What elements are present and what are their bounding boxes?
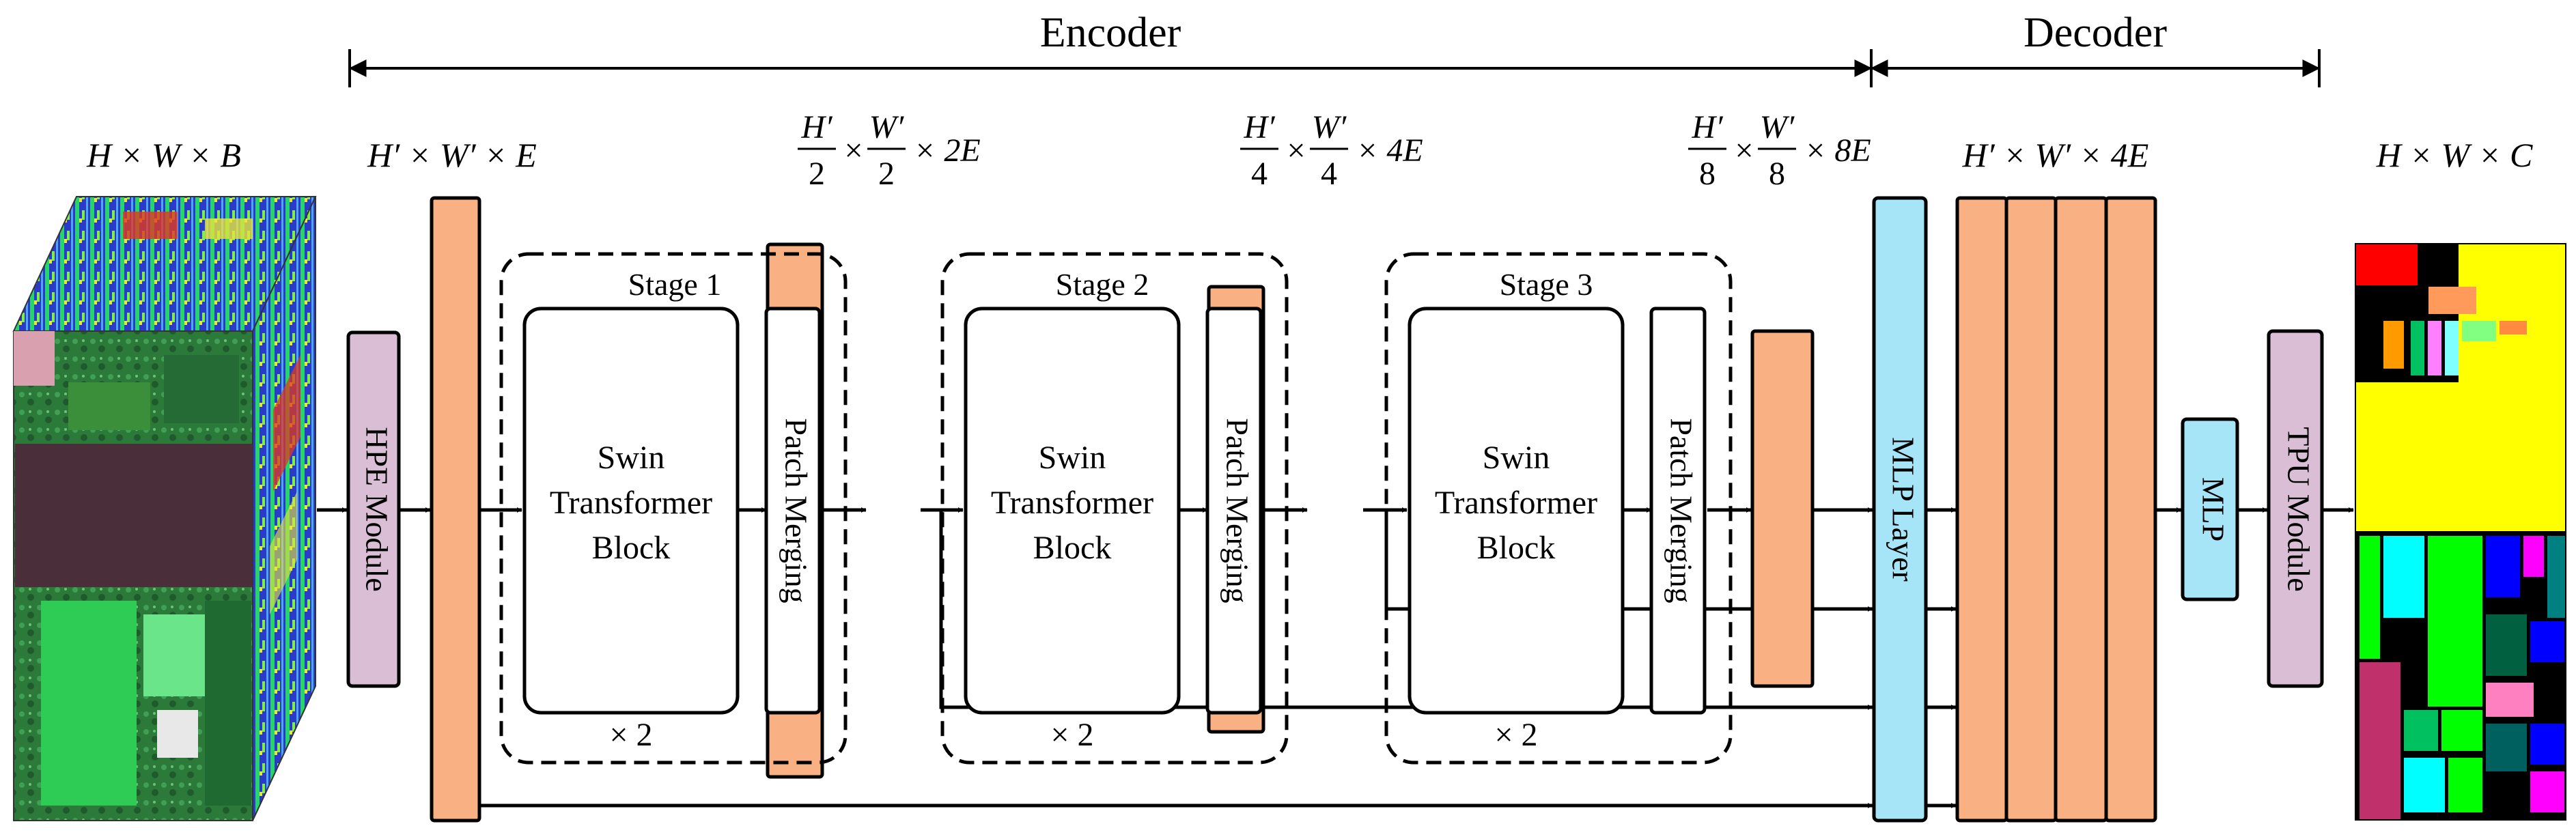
svg-text:× 8E: × 8E (1804, 132, 1871, 169)
stage3-dim-label: H′ 8 × W′ 8 × 8E (1688, 109, 1871, 192)
mlp-label: MLP (2196, 477, 2230, 542)
svg-text:Swin: Swin (598, 440, 665, 476)
stage-1-repeat: × 2 (609, 717, 652, 753)
svg-text:Block: Block (592, 530, 671, 566)
svg-text:8: 8 (1769, 156, 1785, 192)
svg-text:Patch Merging: Patch Merging (779, 418, 813, 603)
svg-text:8: 8 (1699, 156, 1716, 192)
svg-text:H′: H′ (1243, 109, 1276, 145)
svg-text:Patch Merging: Patch Merging (1220, 418, 1255, 603)
input-hyperspectral-cube (12, 196, 317, 821)
svg-text:2: 2 (809, 156, 825, 192)
svg-text:Patch Merging: Patch Merging (1664, 418, 1698, 603)
stage2-dim-label: H′ 4 × W′ 4 × 4E (1240, 109, 1423, 192)
stage-2: Stage 2 Swin Transformer Block Patch Mer… (940, 252, 1289, 765)
stage-2-repeat: × 2 (1050, 717, 1093, 753)
svg-text:×: × (844, 132, 863, 169)
stage-1-patch-merging (764, 307, 822, 715)
svg-text:H′: H′ (800, 109, 833, 145)
svg-text:2: 2 (878, 156, 895, 192)
svg-text:× 2E: × 2E (914, 132, 981, 169)
svg-text:Transformer: Transformer (991, 485, 1153, 521)
stage-3-repeat: × 2 (1494, 717, 1537, 753)
svg-text:W′: W′ (1760, 109, 1795, 145)
svg-text:Block: Block (1477, 530, 1556, 566)
svg-text:Transformer: Transformer (550, 485, 712, 521)
svg-text:Block: Block (1033, 530, 1112, 566)
encoder-label: Encoder (1040, 10, 1181, 56)
tpu-module-label: TPU Module (2281, 427, 2316, 592)
mlp-module: MLP (2181, 417, 2239, 601)
svg-text:H′: H′ (1691, 109, 1724, 145)
svg-text:4: 4 (1321, 156, 1337, 192)
stage1-dim-label: H′ 2 × W′ 2 × 2E (798, 109, 981, 192)
stage-3-patch-merging (1649, 307, 1707, 715)
stage-2-swin-block (964, 307, 1181, 715)
hpe-module: HPE Module (346, 330, 401, 688)
svg-text:×: × (1287, 132, 1305, 169)
decoder-dim-label: H′ × W′ × 4E (1962, 136, 2149, 174)
feature-map-stage3 (1750, 329, 1815, 688)
stage-1: Stage 1 Swin Transformer Block Patch Mer… (499, 252, 848, 765)
stage-3-swin-block (1408, 307, 1625, 715)
embed-dim-label: H′ × W′ × E (367, 136, 537, 174)
hpe-module-label: HPE Module (359, 427, 394, 592)
svg-text:4: 4 (1251, 156, 1268, 192)
svg-text:Swin: Swin (1483, 440, 1550, 476)
stage-1-swin-block (522, 307, 740, 715)
svg-text:W′: W′ (1312, 109, 1347, 145)
decoder-span: Decoder (1870, 10, 2321, 87)
mlp-layer-label: MLP Layer (1886, 437, 1920, 582)
feature-map-embed (430, 196, 481, 823)
svg-text:Transformer: Transformer (1435, 485, 1597, 521)
svg-text:×: × (1735, 132, 1753, 169)
svg-text:Swin: Swin (1039, 440, 1106, 476)
input-dim-label: H × W × B (86, 136, 241, 174)
mlp-layer: MLP Layer (1872, 196, 1928, 823)
decoder-label: Decoder (2024, 10, 2167, 56)
output-dim-label: H × W × C (2376, 136, 2533, 174)
stage-3: Stage 3 Swin Transformer Block Patch Mer… (1384, 252, 1733, 765)
stage-2-patch-merging (1205, 307, 1263, 715)
stage-2-title: Stage 2 (1056, 267, 1149, 302)
svg-text:W′: W′ (869, 109, 905, 145)
stage-1-title: Stage 1 (628, 267, 722, 302)
decoder-feature-maps (1955, 196, 2157, 823)
tpu-module: TPU Module (2267, 329, 2324, 688)
output-classification-map (2355, 243, 2566, 821)
encoder-span: Encoder (348, 10, 1873, 87)
stage-3-title: Stage 3 (1500, 267, 1593, 302)
svg-text:× 4E: × 4E (1356, 132, 1423, 169)
